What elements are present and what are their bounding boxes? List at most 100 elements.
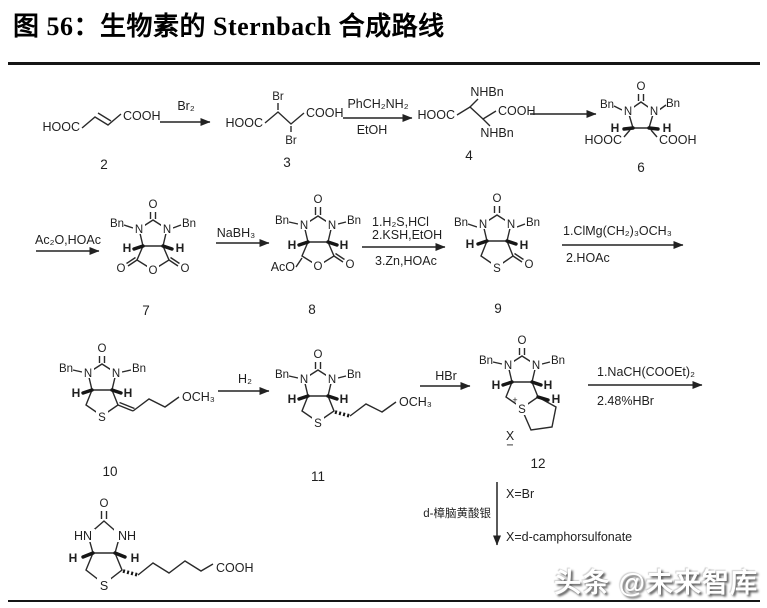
atom-label-o: O — [314, 261, 323, 273]
atom-label-h: H — [611, 121, 620, 135]
atom-label-o: O — [98, 343, 107, 355]
carbonyl-double-bond — [314, 207, 322, 215]
atom-label-hn: HN — [74, 529, 92, 543]
atom-label-h: H — [552, 392, 561, 406]
atom-label-o: O — [525, 259, 534, 271]
group-label-hooc: HOOC — [226, 116, 264, 130]
wedge-bond — [132, 244, 174, 251]
label-mask — [516, 403, 528, 415]
carbonyl-double-bond — [518, 348, 526, 355]
atom-label-h: H — [123, 241, 132, 255]
atom-label-o: O — [181, 263, 190, 275]
compound-biotin: O HN NH H H S COOH — [69, 498, 254, 593]
label-mask — [298, 373, 310, 384]
wedge-bond — [81, 388, 123, 395]
atom-label-n: N — [479, 219, 487, 231]
label-mask — [502, 359, 514, 370]
compound-2: HOOC COOH 2 — [43, 109, 161, 172]
reagent-label: PhCH₂NH₂ — [347, 97, 408, 111]
reaction-arrow-11: X=Br d-樟脑黄酸银 X=d-camphorsulfonate — [423, 482, 632, 546]
atom-label-h: H — [340, 238, 349, 252]
atom-label-h: H — [340, 392, 349, 406]
compound-number: 9 — [494, 301, 502, 316]
group-label-cooh: COOH — [216, 561, 254, 575]
atom-label-n: N — [135, 224, 143, 236]
wedge-bond — [297, 394, 339, 401]
reagent-label: 2.48%HBr — [597, 394, 654, 408]
carbonyl-double-bond — [333, 252, 345, 263]
reaction-arrow-2: PhCH₂NH₂ EtOH — [343, 97, 413, 137]
compound-3: Br HOOC COOH Br 3 — [226, 91, 344, 170]
atom-label-o: O — [117, 263, 126, 275]
atom-label-s: S — [518, 404, 526, 416]
group-label-bn: Bn — [600, 99, 614, 111]
hashed-wedge-bond — [334, 410, 351, 418]
atom-label-o: O — [100, 498, 109, 510]
wedge-bond — [501, 380, 550, 402]
compound-number: 10 — [102, 464, 117, 479]
chain-bond — [132, 396, 180, 412]
label-mask — [147, 263, 159, 274]
chain-bond — [349, 401, 397, 417]
label-mask — [70, 529, 95, 542]
compound-9: O N N Bn Bn H H S O 9 — [454, 193, 540, 316]
compound-6: O N N Bn Bn H H HOOC COOH 6 — [585, 81, 697, 175]
group-label-bn: Bn — [454, 217, 468, 229]
bond — [456, 106, 497, 120]
group-label-cooh: COOH — [659, 133, 697, 147]
label-mask — [326, 219, 338, 230]
atom-label-o: O — [346, 259, 355, 271]
group-label-bn: Bn — [132, 363, 146, 375]
chain-bond — [137, 560, 214, 576]
reagent-label: 2.KSH,EtOH — [372, 228, 442, 242]
atom-label-h: H — [131, 551, 140, 565]
atom-label-h: H — [176, 241, 185, 255]
group-label-bn: Bn — [479, 355, 493, 367]
charge-plus: + — [512, 395, 517, 405]
compound-number: 11 — [311, 469, 325, 484]
bond — [469, 98, 491, 127]
atom-label-n: N — [650, 106, 658, 118]
wedge-bond — [622, 126, 660, 131]
atom-label-s: S — [493, 263, 501, 275]
label-mask — [110, 367, 122, 378]
alkene-double-bond — [117, 401, 135, 412]
group-label-cooh: COOH — [498, 104, 536, 118]
reagent-label: 1.NaCH(COOEt)₂ — [597, 365, 695, 379]
group-label-bn: Bn — [666, 98, 680, 110]
label-mask — [114, 529, 139, 542]
atom-label-h: H — [124, 386, 133, 400]
reaction-arrow-8: H₂ — [218, 372, 270, 395]
bottom-rule — [8, 600, 760, 602]
ring-bond — [523, 396, 557, 431]
bond — [277, 103, 292, 132]
label-mask — [82, 367, 94, 378]
atom-label-h: H — [72, 386, 81, 400]
reaction-arrow-9: HBr — [420, 369, 471, 390]
compound-8: O N N Bn Bn H H AcO O O 8 — [271, 194, 361, 317]
atom-label-n: N — [84, 368, 92, 380]
reagent-label: 3.Zn,HOAc — [375, 254, 437, 268]
reagent-label: Ac₂O,HOAc — [35, 233, 101, 247]
atom-label-h: H — [544, 378, 553, 392]
condition-label-cn: d-樟脑黄酸银 — [423, 506, 491, 520]
condition-label: X=Br — [506, 487, 534, 501]
reagent-label: 1.H₂S,HCl — [372, 215, 429, 229]
atom-label-o: O — [149, 265, 158, 277]
label-mask — [505, 218, 517, 229]
label-mask — [326, 373, 338, 384]
atom-label-br: Br — [272, 91, 284, 103]
group-label-bn: Bn — [347, 215, 361, 227]
compound-number: 7 — [142, 303, 150, 318]
carbonyl-double-bond — [637, 94, 645, 101]
carbonyl-double-bond — [314, 362, 322, 369]
atom-label-s: S — [98, 412, 106, 424]
charge-minus: − — [506, 438, 513, 452]
group-label-bn: Bn — [182, 218, 196, 230]
group-label-bn: Bn — [110, 218, 124, 230]
compound-12: O N N Bn Bn H H H S + X − 12 — [479, 335, 565, 471]
atom-label-n: N — [328, 220, 336, 232]
atom-label-h: H — [69, 551, 78, 565]
carbonyl-double-bond — [100, 511, 108, 519]
group-label-och3: OCH₃ — [399, 395, 432, 409]
